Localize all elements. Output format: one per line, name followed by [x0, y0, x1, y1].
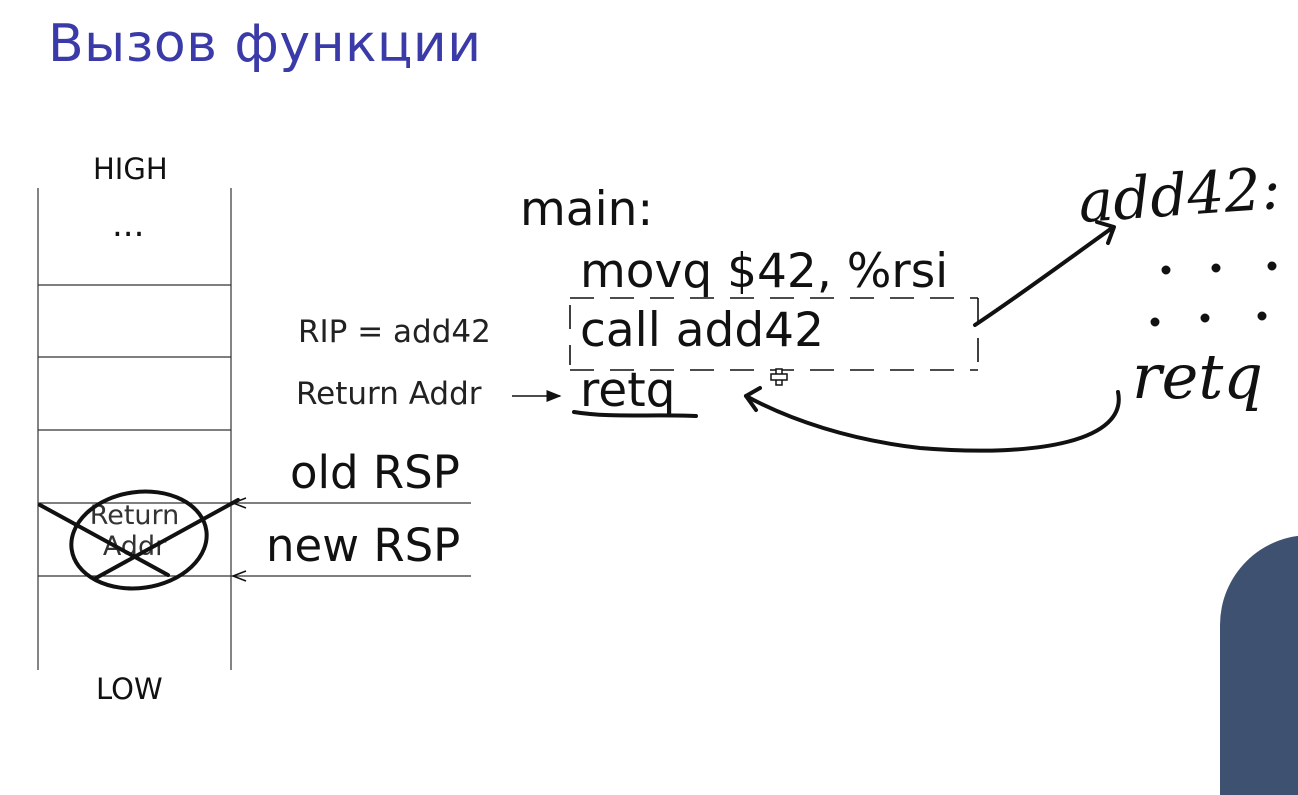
- new-rsp-arrowhead: [230, 570, 247, 582]
- stack-low-label: LOW: [96, 672, 163, 706]
- code-line-retq: retq: [580, 363, 676, 418]
- code-main-label: main:: [520, 182, 654, 237]
- return-addr-label: Return Addr: [296, 376, 482, 412]
- old-rsp-label: old RSP: [290, 446, 460, 499]
- rip-label: RIP = add42: [298, 314, 491, 350]
- code-line-movq: movq $42, %rsi: [580, 244, 949, 299]
- handwritten-retq-label: retq: [1132, 340, 1263, 413]
- code-line-call: call add42: [580, 303, 824, 358]
- stack-frame: [37, 188, 471, 670]
- stack-ellipsis: ...: [112, 205, 145, 245]
- diagram-drawing: add42: retq: [37, 154, 1283, 670]
- handwritten-annotations: [38, 220, 1277, 591]
- slide-title: Вызов функции: [48, 14, 482, 74]
- handwritten-add42-label: add42:: [1076, 154, 1282, 236]
- crosshair-cursor-icon: [770, 368, 788, 386]
- return-addr-cell-line1: Return: [89, 500, 180, 531]
- call-dashed-box: [569, 297, 979, 371]
- new-rsp-label: new RSP: [266, 519, 461, 572]
- stack-high-label: HIGH: [93, 152, 168, 186]
